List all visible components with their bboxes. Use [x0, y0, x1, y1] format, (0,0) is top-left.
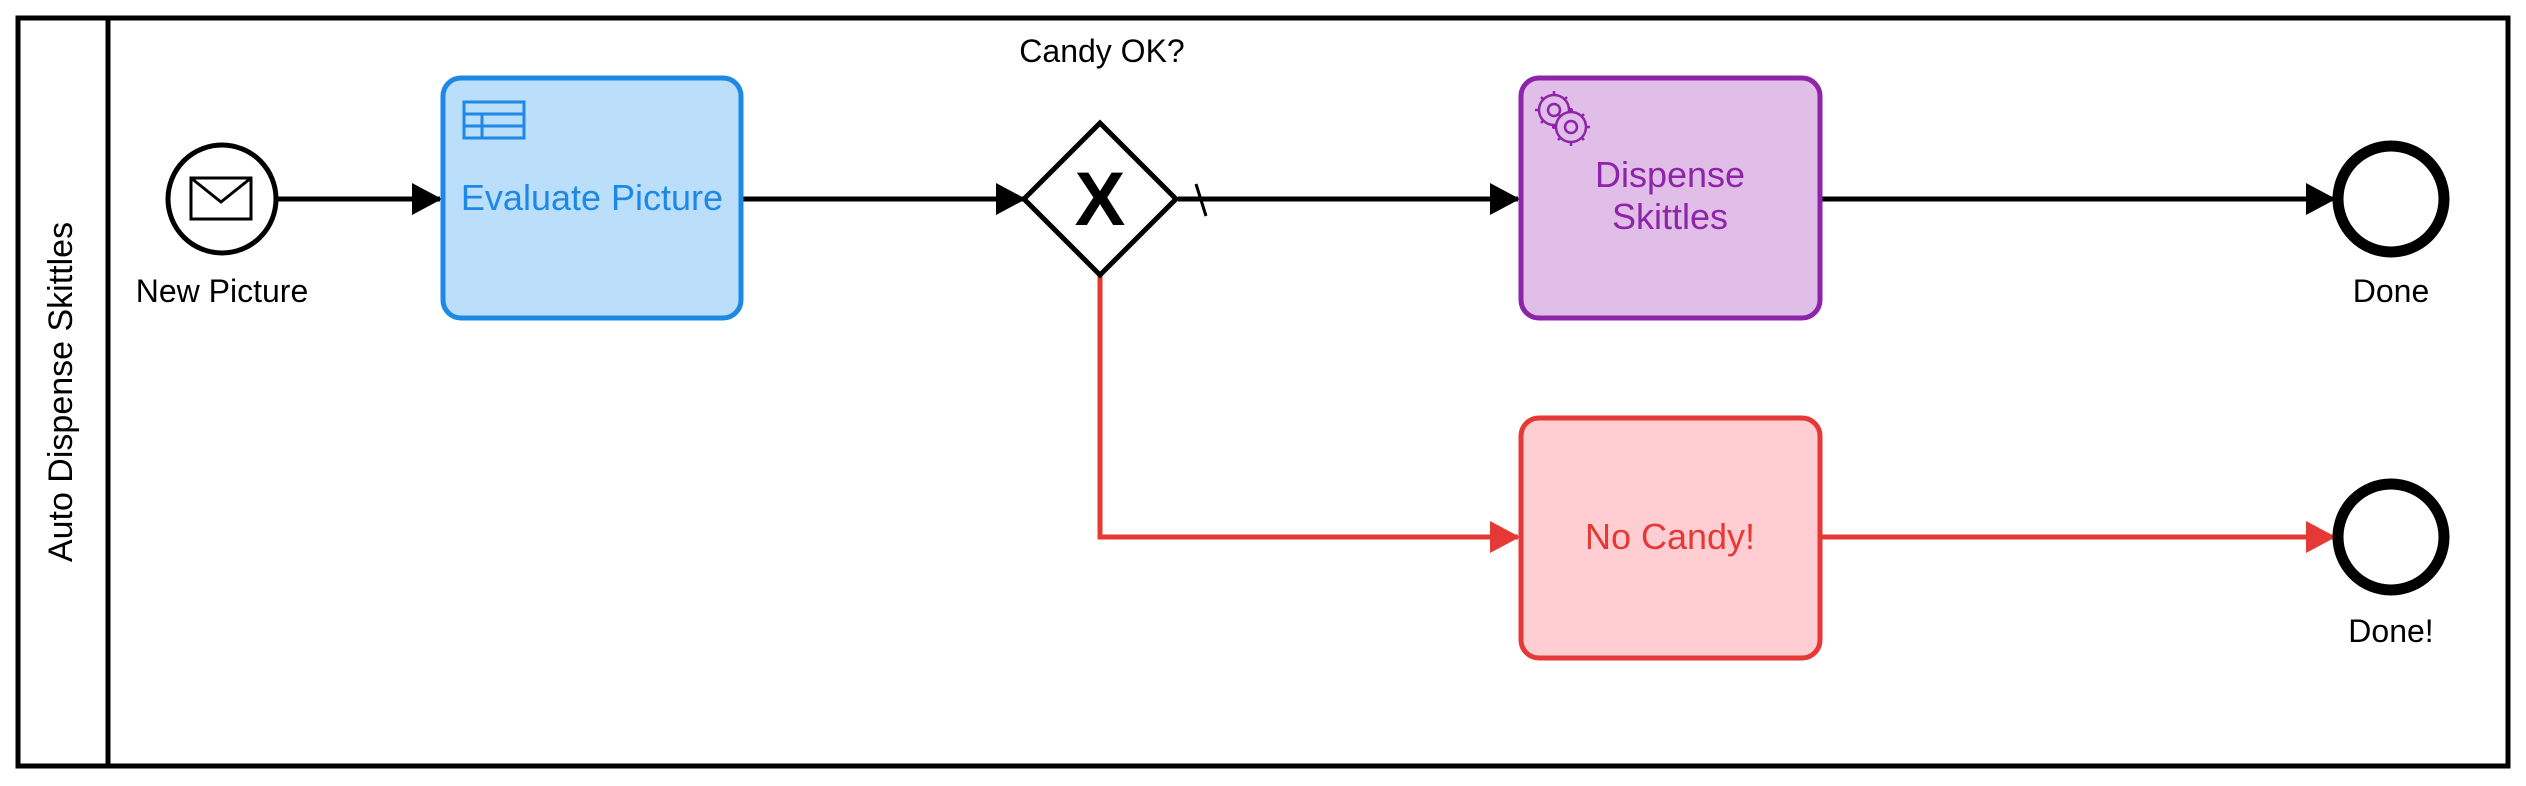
task-no-candy[interactable] [1518, 415, 1823, 661]
sequence-flow-evaluate-to-gateway[interactable] [742, 183, 1026, 215]
exclusive-gateway[interactable] [1020, 119, 1180, 279]
start-event-label: New Picture [136, 273, 309, 309]
task-no-candy-label: No Candy! [1585, 516, 1755, 557]
envelope-icon [189, 176, 253, 221]
gateway-marker: X [1075, 157, 1126, 242]
start-event[interactable] [165, 142, 279, 256]
task-dispense-skittles-label-line1: Dispense [1595, 154, 1745, 195]
sequence-flow-dispense-to-done[interactable] [1822, 183, 2336, 215]
gears-icon [1535, 91, 1590, 146]
gateway-label: Candy OK? [1019, 33, 1184, 69]
pool[interactable] [15, 15, 2511, 769]
task-dispense-skittles-label-line2: Skittles [1612, 196, 1728, 237]
end-event-done-label: Done [2353, 273, 2430, 309]
task-evaluate-picture-label: Evaluate Picture [461, 177, 723, 218]
end-event-done-alt-label: Done! [2348, 613, 2433, 649]
sequence-flow-start-to-evaluate[interactable] [278, 183, 442, 215]
sequence-flow-gateway-to-no-candy[interactable] [1097, 275, 1520, 553]
end-event-done[interactable] [2332, 140, 2450, 258]
default-flow-marker [1194, 183, 1208, 217]
task-dispense-skittles[interactable] [1518, 75, 1823, 321]
business-rule-table-icon [462, 100, 526, 140]
end-event-done-alt[interactable] [2332, 478, 2450, 596]
pool-label: Auto Dispense Skittles [42, 222, 80, 562]
sequence-flow-gateway-to-dispense[interactable] [1178, 183, 1520, 217]
task-evaluate-picture[interactable] [440, 75, 744, 321]
sequence-flow-no-candy-to-done[interactable] [1822, 521, 2336, 553]
